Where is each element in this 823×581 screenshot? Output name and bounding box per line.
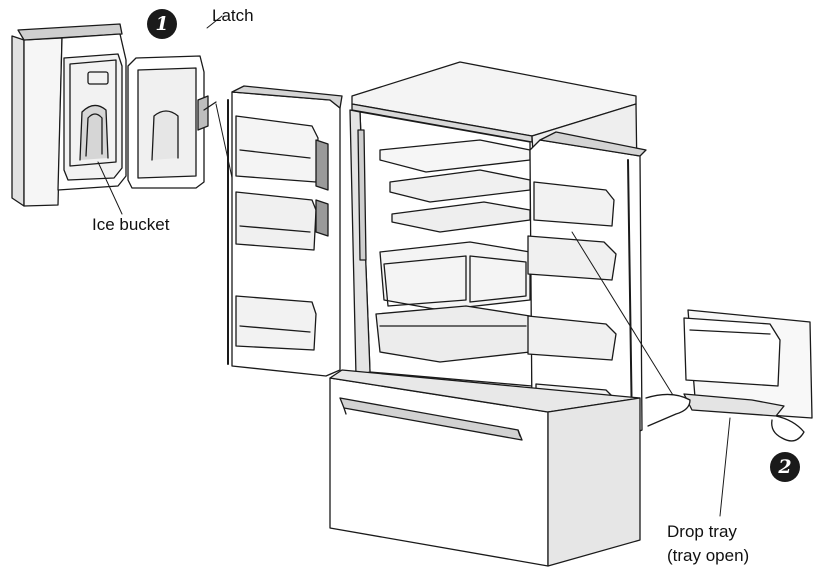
step-1-badge: 1 [147,9,177,39]
latch-label: Latch [212,6,254,25]
freezer-drawer [329,369,641,567]
inset-drop-tray [645,309,813,517]
drop-tray-note: (tray open) [667,546,750,565]
left-door [227,85,343,377]
inset-ice-door [11,15,237,215]
drop-tray-label: Drop tray [667,522,737,541]
ice-bucket-label: Ice bucket [92,215,170,234]
step-2-badge: 2 [770,452,800,482]
